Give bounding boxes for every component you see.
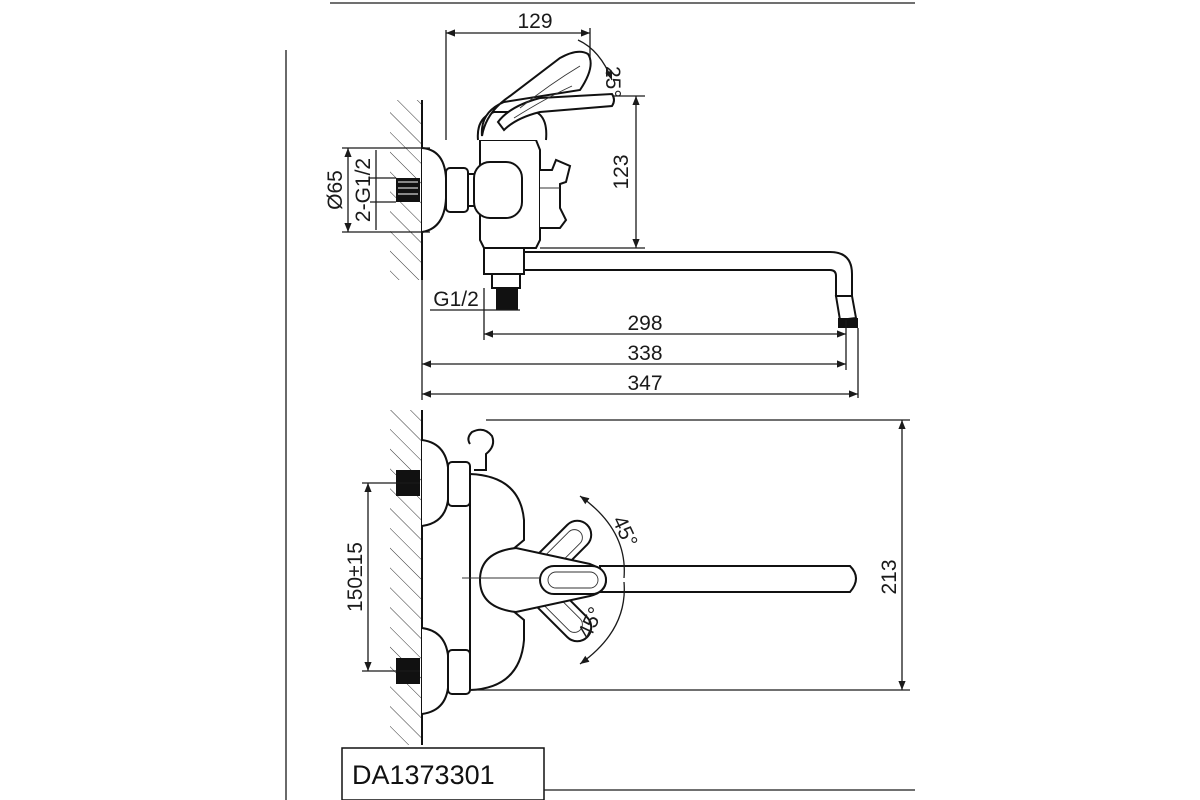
dim-spout-reach: 298 xyxy=(627,312,662,335)
dim-outlet-thread: G1/2 xyxy=(433,288,479,311)
nut-side xyxy=(445,167,469,213)
dim-height: 123 xyxy=(610,154,633,189)
dim-angle-upper: 45° xyxy=(607,512,641,551)
flange-side xyxy=(421,147,448,233)
flange-upper xyxy=(421,439,450,527)
lever-center-position xyxy=(539,565,607,595)
outlet-thread-side xyxy=(496,288,518,310)
top-view: 45° 45° 150±15 213 xyxy=(344,410,910,745)
dim-flange-diameter: Ø65 xyxy=(324,170,347,210)
side-view: 129 25° 123 Ø65 2-G1/2 G1/2 298 338 xyxy=(324,10,859,400)
product-code: DA1373301 xyxy=(352,760,495,790)
spout-top xyxy=(599,565,857,593)
dim-handle-angle: 25° xyxy=(601,66,624,98)
wall-hatch-top xyxy=(390,410,422,745)
dim-inlet-thread: 2-G1/2 xyxy=(352,158,375,222)
shower-holder-hook xyxy=(467,428,495,471)
diverter-knob-side xyxy=(540,158,572,229)
dim-inlet-spacing: 150±15 xyxy=(344,542,367,612)
spout-side xyxy=(523,251,853,297)
dim-spout-reach-wall: 338 xyxy=(627,342,662,365)
dim-total-width: 213 xyxy=(878,559,901,594)
product-code-box xyxy=(341,747,545,800)
dim-handle-length: 129 xyxy=(517,10,552,33)
flange-lower xyxy=(421,627,450,715)
dim-total-length: 347 xyxy=(627,372,662,395)
lever-handle-side xyxy=(480,50,592,137)
